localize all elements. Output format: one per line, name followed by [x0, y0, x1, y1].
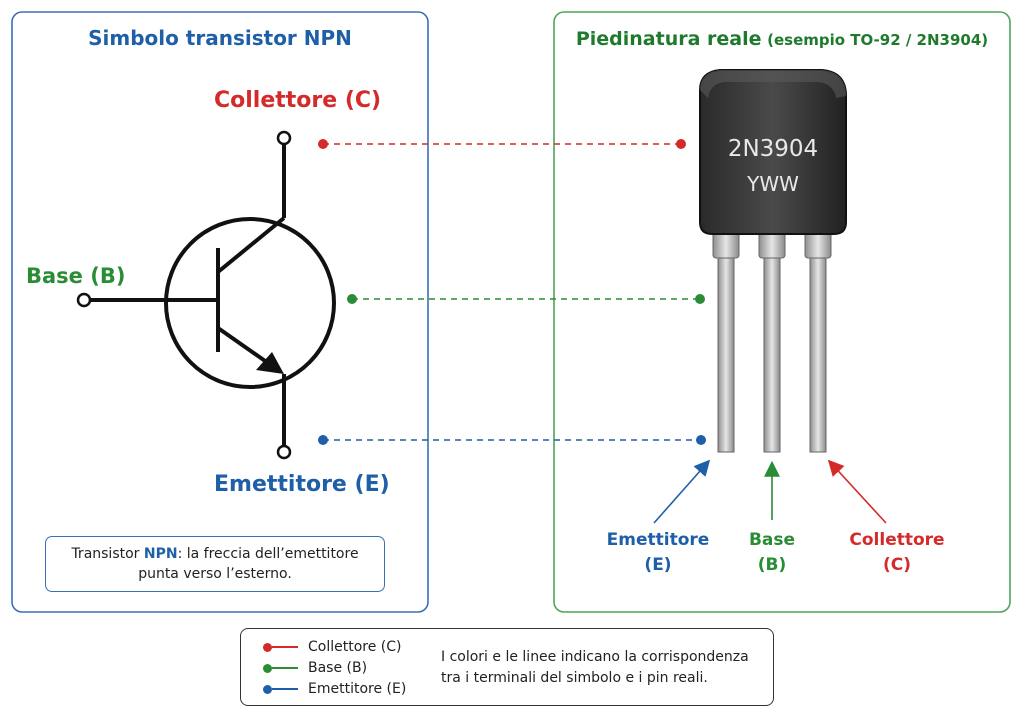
- symbol-label-emitter: Emettitore (E): [214, 472, 390, 497]
- emitter-connector-start: [318, 435, 328, 445]
- legend-dot-base: [263, 663, 272, 673]
- npn-note-suffix: : la freccia dell’emettitore punta verso…: [138, 545, 359, 582]
- right-panel: [553, 11, 1011, 613]
- symbol-circle: [164, 217, 336, 389]
- to92-package: [699, 69, 847, 453]
- package-marking-top: 2N3904: [727, 136, 819, 162]
- base-terminal: [76, 292, 92, 308]
- left-panel: [11, 11, 429, 613]
- legend-description: I colori e le linee indicano la corrispo…: [441, 649, 749, 686]
- symbol-label-base: Base (B): [26, 264, 126, 288]
- legend-item-collector: Collettore (C): [263, 637, 402, 657]
- legend-line-collector: [272, 646, 298, 648]
- legend-label-collector: Collettore (C): [308, 639, 402, 655]
- pin-label-collector-name: Collettore: [849, 530, 945, 550]
- right-panel-title: Piedinatura reale (esempio TO-92 / 2N390…: [554, 28, 1010, 50]
- emitter-arrow-icon: [256, 352, 284, 374]
- pin-label-emitter-name: Emettitore: [606, 530, 710, 550]
- legend-dot-collector: [263, 642, 272, 652]
- right-panel-subtitle: (esempio TO-92 / 2N3904): [767, 31, 989, 49]
- pin-label-emitter: Emettitore (E): [598, 528, 718, 577]
- right-panel-title-main: Piedinatura reale: [575, 28, 762, 50]
- base-connector-start: [347, 294, 357, 304]
- collector-pin-arrow: [827, 459, 887, 524]
- npn-note-highlight: NPN: [143, 545, 178, 562]
- left-panel-title: Simbolo transistor NPN: [88, 26, 352, 50]
- legend-item-emitter: Emettitore (E): [263, 679, 406, 699]
- pin-label-emitter-letter: (E): [644, 554, 672, 575]
- npn-symbol: [84, 143, 336, 447]
- emitter-connector-end: [696, 435, 706, 445]
- symbol-label-collector: Collettore (C): [214, 88, 382, 113]
- pin-label-base-name: Base: [748, 530, 796, 550]
- npn-note-text: Transistor NPN: la freccia dell’emettito…: [56, 544, 374, 585]
- emitter-pin-arrow: [653, 459, 711, 524]
- collector-connector-end: [676, 139, 686, 149]
- package-marking-bottom: YWW: [747, 172, 799, 196]
- emitter-terminal: [276, 444, 292, 460]
- npn-note: Transistor NPN: la freccia dell’emettito…: [45, 536, 385, 592]
- legend: Collettore (C) Base (B) Emettitore (E) I…: [240, 628, 774, 706]
- npn-note-prefix: Transistor: [71, 545, 144, 562]
- legend-item-base: Base (B): [263, 658, 367, 678]
- pin-label-collector-letter: (C): [882, 554, 911, 575]
- collector-connector-start: [318, 139, 328, 149]
- base-connector-end: [695, 294, 705, 304]
- legend-label-base: Base (B): [308, 660, 368, 676]
- legend-label-emitter: Emettitore (E): [308, 681, 407, 697]
- pin-label-collector: Collettore (C): [836, 528, 958, 577]
- package-top-bevel: [700, 70, 846, 98]
- collector-diagonal: [216, 216, 286, 274]
- pin-label-base: Base (B): [732, 528, 812, 577]
- legend-line-base: [272, 667, 298, 669]
- legend-line-emitter: [272, 688, 298, 690]
- collector-terminal: [276, 130, 292, 146]
- pin-label-base-letter: (B): [757, 554, 787, 575]
- legend-dot-emitter: [263, 684, 272, 694]
